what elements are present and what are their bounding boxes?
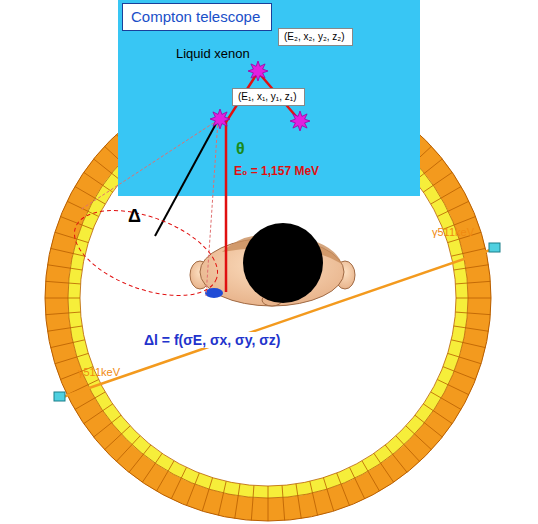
- detector-segment: [443, 367, 476, 380]
- cone-edge: [206, 120, 218, 296]
- detector-segment: [60, 217, 93, 230]
- detector-segment: [454, 265, 489, 270]
- detector-segment: [75, 392, 105, 410]
- detector-segment: [218, 481, 226, 515]
- detector-segment: [46, 312, 81, 315]
- cone-edge: [80, 120, 218, 210]
- detector-segment: [448, 353, 481, 363]
- detector-hit: [489, 243, 500, 252]
- cone-axis: [155, 120, 218, 236]
- detector-segment: [296, 484, 301, 519]
- detector-segment: [187, 473, 200, 506]
- detector-segment: [437, 380, 469, 395]
- detector-segment: [282, 485, 285, 520]
- detector-segment: [47, 265, 82, 270]
- node-text: (E₁, x₁, y₁, z₁): [238, 91, 299, 102]
- angle-label: θ: [236, 140, 245, 158]
- gamma-label: γ511keV: [78, 366, 120, 378]
- node-text: Liquid xenon: [176, 46, 250, 61]
- detector-segment: [396, 436, 420, 462]
- detector-segment: [94, 415, 121, 437]
- cone-axis-label: Δ: [128, 206, 141, 227]
- detector-segment: [374, 453, 394, 482]
- detector-segment: [456, 298, 491, 299]
- interaction-star: [210, 109, 230, 129]
- detector-segment: [46, 281, 81, 284]
- detector-segment: [55, 353, 88, 363]
- detector-segment: [455, 312, 490, 315]
- detector-segment: [323, 478, 333, 511]
- detector-segment: [202, 478, 212, 511]
- detector-segment: [51, 340, 85, 348]
- gamma-label: γ511keV: [432, 226, 474, 238]
- detector-segment: [423, 404, 452, 424]
- detector-segment: [451, 340, 485, 348]
- detector-segment: [431, 392, 461, 410]
- detector-segment: [455, 281, 490, 284]
- detector-segment: [362, 461, 380, 491]
- detector-segment: [406, 426, 432, 450]
- detector-segment: [423, 172, 452, 192]
- detector-segment: [94, 159, 121, 181]
- compton-cone-ellipse: [63, 194, 229, 313]
- detector-segment: [129, 445, 151, 472]
- tumor-region: [243, 223, 323, 303]
- detector-segment: [385, 445, 407, 472]
- detector-segment: [171, 467, 186, 499]
- detector-segment: [84, 404, 113, 424]
- coordinate-box: (E₂, x₂, y₂, z₂): [278, 28, 353, 46]
- detector-segment: [310, 481, 318, 515]
- detector-segment: [142, 453, 162, 482]
- detector-segment: [75, 187, 105, 205]
- detector-segment: [415, 415, 442, 437]
- source-spot: [205, 288, 223, 298]
- interaction-points: [210, 61, 310, 131]
- detector-segment: [45, 298, 80, 299]
- liquid-xenon-volume: [118, 0, 420, 196]
- patient-head: [190, 223, 355, 306]
- detector-segment: [105, 426, 131, 450]
- node-text: (E₂, x₂, y₂, z₂): [284, 31, 347, 42]
- detector-segment: [67, 201, 99, 216]
- detector-segment: [337, 473, 350, 506]
- detector-segment: [268, 486, 269, 521]
- resolution-formula: Δl = f(σE, σx, σy, σz): [142, 332, 282, 348]
- detector-segment: [116, 436, 140, 462]
- detector-segment: [157, 461, 175, 491]
- detector-segment: [251, 485, 254, 520]
- detector-segment: [431, 187, 461, 205]
- node-text: Compton telescope: [131, 8, 263, 25]
- coordinate-box: (E₁, x₁, y₁, z₁): [232, 88, 305, 106]
- energy-label: E₀ = 1,157 MeV: [232, 164, 321, 178]
- detector-segment: [84, 172, 113, 192]
- detector-segment: [437, 201, 469, 216]
- detector-segment: [350, 467, 365, 499]
- detector-hit: [54, 392, 65, 401]
- detector-segment: [235, 484, 240, 519]
- detector-segment: [55, 232, 88, 242]
- interaction-star: [248, 61, 268, 81]
- detector-segment: [47, 326, 82, 331]
- interaction-star: [290, 111, 310, 131]
- title-box: Compton telescope: [122, 3, 272, 31]
- detector-segment: [454, 326, 489, 331]
